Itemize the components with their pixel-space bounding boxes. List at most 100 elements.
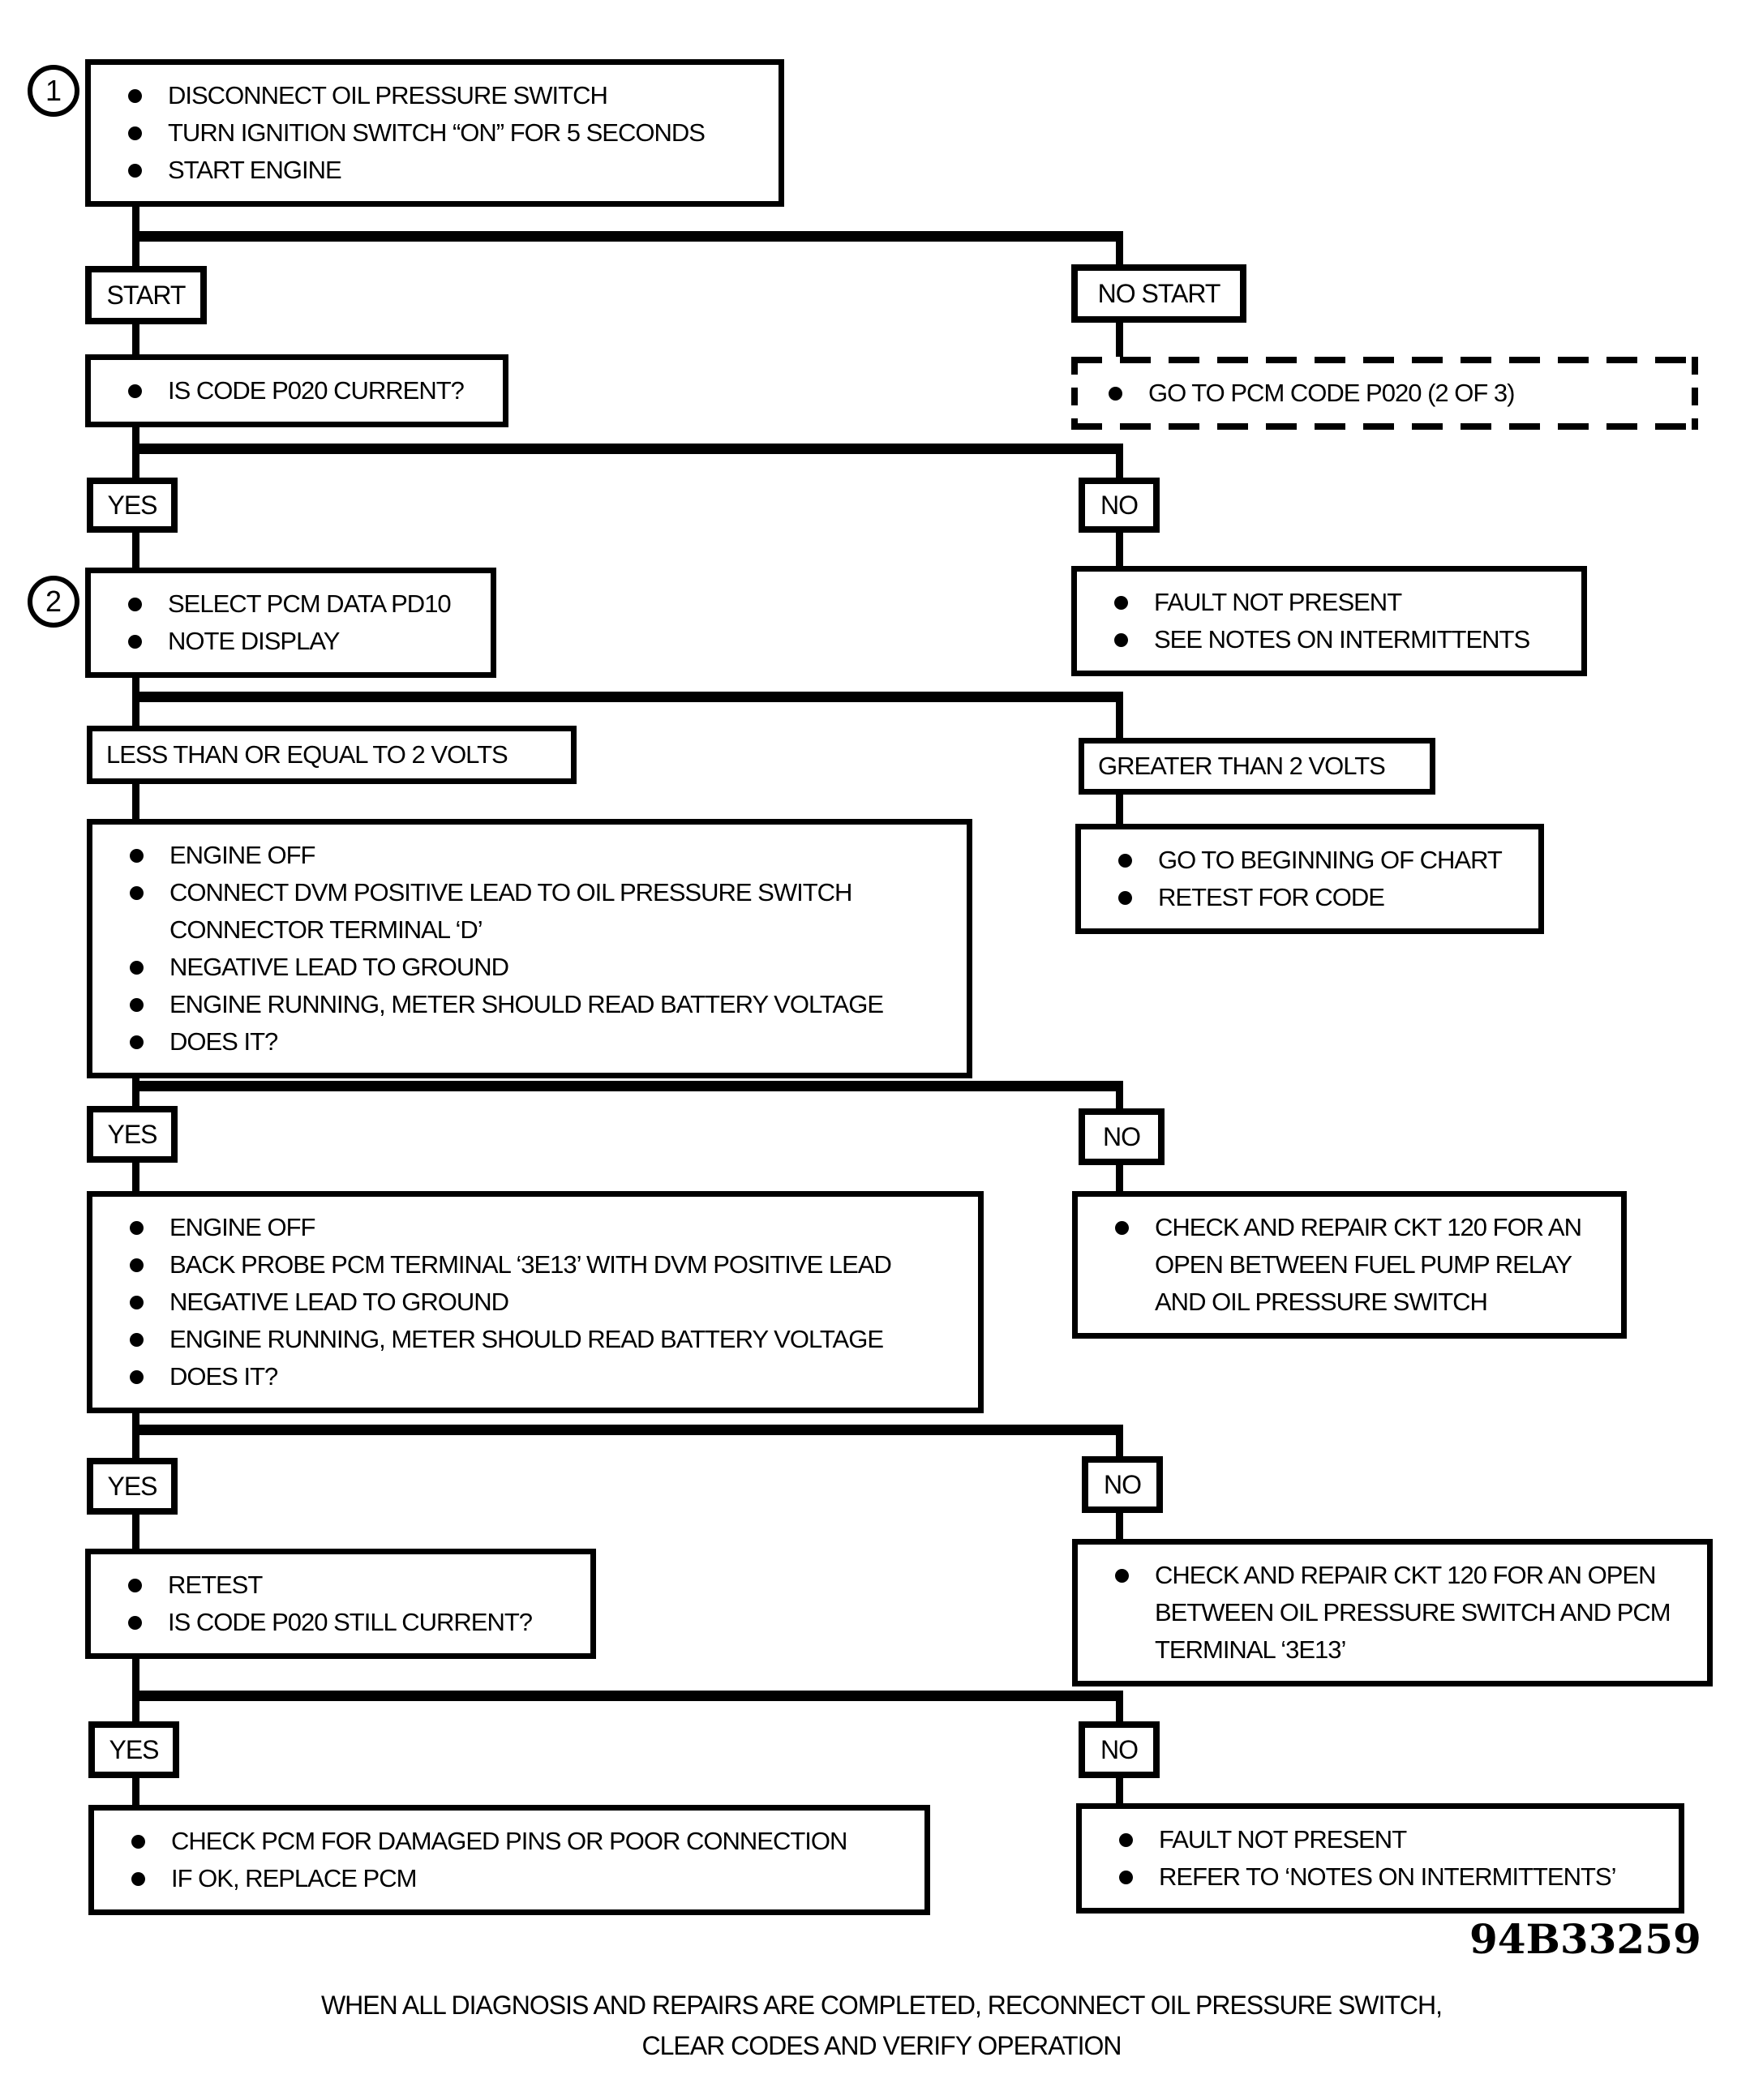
connector-branch-4 [132,1081,1123,1091]
bullet-icon [1114,633,1128,647]
bullet-icon [130,1035,144,1049]
bullet-text: TURN IGNITION SWITCH “ON” FOR 5 SECONDS [168,118,706,147]
tag-label: NO [1104,1469,1142,1499]
flow-box-code-current: IS CODE P020 CURRENT? [85,354,508,427]
connector [1116,780,1123,825]
bullet-text: ENGINE RUNNING, METER SHOULD READ BATTER… [169,990,884,1018]
bullet-text: IS CODE P020 CURRENT? [168,376,465,405]
connector-branch-2 [132,444,1123,454]
connector [1116,1163,1123,1195]
bullet-text: START ENGINE [168,156,342,184]
bullet-icon [130,1333,144,1347]
bullet-text: BACK PROBE PCM TERMINAL ‘3E13’ WITH DVM … [169,1250,892,1279]
bullet-icon [130,1370,144,1384]
connector [1116,1081,1123,1110]
flow-tag-yes-1: YES [87,478,178,533]
bullet-text: NEGATIVE LEAD TO GROUND [169,1288,509,1316]
connector [132,1515,139,1552]
bullet-icon [131,1835,145,1849]
flow-box-dvm-check: ENGINE OFF CONNECT DVM POSITIVE LEAD TO … [87,819,972,1078]
tag-label: YES [107,490,157,520]
bullet-text: FAULT NOT PRESENT [1154,588,1402,616]
bullet-icon [130,1221,144,1235]
connector [132,1163,139,1195]
connector [132,193,139,268]
bullet-icon [130,998,144,1012]
bullet-icon [128,1579,142,1592]
bullet-icon [130,1258,144,1272]
flow-box-ckt120-fuel-pump: CHECK AND REPAIR CKT 120 FOR AN OPEN BET… [1072,1191,1627,1339]
bullet-text: ENGINE OFF [169,841,315,869]
flow-box-fault-see-notes: FAULT NOT PRESENT SEE NOTES ON INTERMITT… [1071,566,1587,676]
flow-tag-no-4: NO [1079,1721,1160,1778]
bullet-text: CHECK AND REPAIR CKT 120 FOR AN OPEN BET… [1155,1561,1671,1664]
tag-label: YES [107,1119,157,1149]
flow-box-fault-refer-notes: FAULT NOT PRESENT REFER TO ‘NOTES ON INT… [1076,1803,1684,1914]
flow-box-retest: RETEST IS CODE P020 STILL CURRENT? [85,1549,596,1659]
flow-tag-yes-3: YES [87,1458,178,1515]
connector [1116,444,1123,480]
connector [1116,531,1123,568]
flow-box-backprobe-check: ENGINE OFF BACK PROBE PCM TERMINAL ‘3E13… [87,1191,984,1413]
bullet-text: CONNECTOR TERMINAL ‘D’ [169,915,483,944]
connector [132,531,139,570]
bullet-text: CHECK AND REPAIR CKT 120 FOR AN OPEN BET… [1155,1213,1582,1316]
connector [1116,1511,1123,1544]
step-marker-2: 2 [28,576,79,628]
flow-box-prep: DISCONNECT OIL PRESSURE SWITCH TURN IGNI… [85,59,784,207]
bullet-icon [1115,1569,1129,1583]
connector [1116,1777,1123,1806]
flow-tag-no-2: NO [1079,1108,1165,1165]
bullet-icon [128,1616,142,1630]
bullet-text: SEE NOTES ON INTERMITTENTS [1154,625,1530,654]
flow-tag-yes-4: YES [88,1721,179,1778]
bullet-text: NOTE DISPLAY [168,627,340,655]
bullet-icon [1118,891,1132,905]
flow-tag-no-start: NO START [1071,264,1246,323]
tag-label: NO [1100,490,1139,520]
connector [1116,692,1123,740]
bullet-icon [130,886,144,900]
tag-label: YES [109,1734,159,1764]
figure-number: 94B33259 [1469,1915,1701,1963]
connector [132,1644,139,1725]
tag-label: NO START [1097,278,1221,308]
bullet-icon [128,384,142,398]
flow-tag-yes-2: YES [87,1106,178,1163]
bullet-icon [128,126,142,140]
condition-label: GREATER THAN 2 VOLTS [1098,752,1386,780]
connector [1116,1691,1123,1725]
footer-note: WHEN ALL DIAGNOSIS AND REPAIRS ARE COMPL… [0,1985,1763,2066]
bullet-text: GO TO BEGINNING OF CHART [1158,846,1503,874]
tag-label: YES [107,1471,157,1501]
bullet-text: CHECK PCM FOR DAMAGED PINS OR POOR CONNE… [171,1827,847,1855]
bullet-icon [128,89,142,103]
bullet-text: DOES IT? [169,1027,278,1056]
bullet-icon [1115,1221,1129,1235]
flow-box-le-2-volts: LESS THAN OR EQUAL TO 2 VOLTS [87,726,577,784]
connector [1116,231,1123,268]
step-number: 1 [45,74,62,107]
condition-label: LESS THAN OR EQUAL TO 2 VOLTS [106,740,508,769]
bullet-text: DOES IT? [169,1362,278,1391]
tag-label: NO [1103,1121,1141,1151]
step-number: 2 [45,585,62,618]
flow-box-check-pcm: CHECK PCM FOR DAMAGED PINS OR POOR CONNE… [88,1805,930,1915]
bullet-icon [1119,1833,1133,1847]
bullet-icon [1119,1871,1133,1884]
footer-note-line-2: CLEAR CODES AND VERIFY OPERATION [641,2031,1122,2060]
bullet-spacer [130,924,144,937]
bullet-icon [130,961,144,975]
flow-tag-no-3: NO [1082,1456,1163,1513]
flow-box-goto-beginning: GO TO BEGINNING OF CHART RETEST FOR CODE [1075,824,1544,934]
bullet-text: IF OK, REPLACE PCM [171,1864,417,1892]
bullet-icon [1109,387,1122,401]
connector-branch-3 [132,692,1123,702]
bullet-icon [130,849,144,863]
bullet-icon [131,1872,145,1886]
connector-branch-6 [132,1691,1123,1701]
connector-branch-5 [132,1425,1123,1435]
bullet-icon [128,164,142,178]
bullet-icon [130,1296,144,1309]
flow-box-gt-2-volts: GREATER THAN 2 VOLTS [1079,738,1435,795]
